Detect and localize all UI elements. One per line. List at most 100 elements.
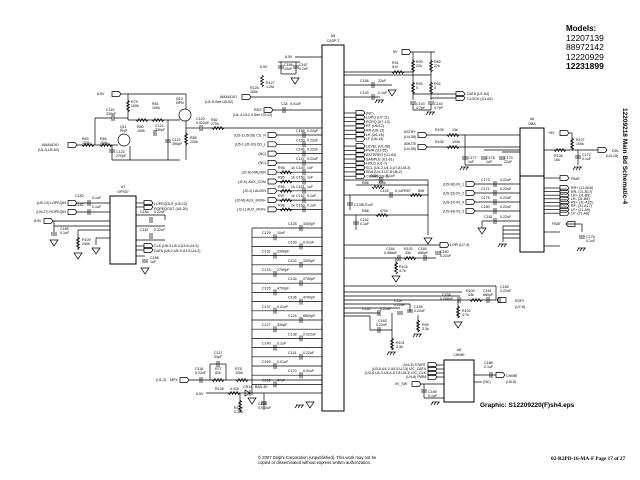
r126-symbol	[259, 74, 265, 88]
capacitor-symbol	[299, 298, 303, 305]
value-label: 0.22uF	[414, 309, 426, 313]
ref-label: R95	[278, 176, 285, 180]
value-label: 100k	[190, 140, 198, 144]
ref-label: C158	[442, 293, 451, 297]
ref-label: C134	[288, 277, 297, 281]
value-label: 10uF	[277, 231, 286, 235]
value-label: 3300pF	[277, 250, 290, 254]
r80-symbol	[135, 117, 149, 123]
net-ref-label: (U5-5)	[506, 380, 516, 384]
off-page-connector-icon	[111, 91, 122, 97]
input-net-label: (NC)	[258, 161, 266, 165]
ref-label: R107	[576, 138, 585, 142]
r89-symbol	[428, 59, 434, 73]
net-ref-label: (U7-6)	[515, 305, 525, 309]
ground-hatch	[297, 404, 301, 409]
capacitor-symbol	[302, 132, 306, 138]
r109-symbol	[75, 236, 81, 250]
capacitor-symbol	[299, 243, 303, 250]
ref-label: C152	[296, 194, 305, 198]
output-net-label: ASTEREO (U1-63)	[366, 153, 396, 157]
value-label: 0.01uF	[290, 102, 302, 106]
off-page-connector-icon	[439, 242, 450, 248]
capacitor-symbol	[273, 363, 277, 369]
c176-symbol	[579, 235, 585, 239]
value-label: 0.22uF	[195, 371, 207, 375]
c160-symbol	[435, 251, 441, 255]
ref-label: C118	[195, 367, 203, 371]
capacitor-symbol	[493, 190, 497, 196]
off-page-connector-icon	[267, 141, 278, 148]
net-ref-label: (U4-55)	[404, 147, 416, 151]
value-label: 3.32k	[234, 410, 243, 414]
value-label: 680pF	[483, 293, 494, 297]
value-label: 3.3k	[422, 327, 429, 331]
r85-symbol	[183, 132, 189, 146]
ground-hatch	[415, 333, 419, 338]
value-label: 1.2M	[266, 85, 274, 89]
ref-label: R94	[278, 166, 285, 170]
r101-symbol	[389, 337, 395, 351]
value-label: 100k	[82, 141, 90, 145]
ref-label: C170	[288, 369, 297, 373]
ground-hatch	[433, 401, 437, 406]
output-net-label: CHIME (U8-5)	[366, 175, 389, 179]
ref-label: C135	[262, 286, 271, 290]
value-label: 33pF	[214, 355, 223, 359]
off-page-connector-icon	[465, 181, 476, 187]
u5-part-label: CA3P-T	[327, 39, 341, 43]
c161-symbol	[486, 297, 490, 303]
off-page-connector-icon	[565, 221, 576, 227]
ref-label: C182	[75, 194, 84, 198]
ground-hatch	[389, 351, 393, 356]
signal-ground-icon	[387, 89, 397, 97]
value-label: 100k	[100, 141, 108, 145]
input-net-label: (J2-M) AUX_MON+	[235, 198, 266, 202]
ground-hatch	[578, 166, 582, 171]
c139-symbol	[347, 202, 353, 206]
c34-symbol	[282, 107, 286, 113]
value-label: 0.022uF	[196, 121, 210, 125]
input-net-label: (U5-13) LOPEQIN	[37, 201, 67, 205]
value-label: 1k	[291, 185, 295, 189]
c182-symbol	[87, 200, 91, 206]
ground-hatch	[462, 166, 466, 171]
ref-label: C159	[296, 138, 305, 142]
signal-ground-icon	[73, 252, 83, 260]
value-label: 3.3k	[396, 345, 403, 349]
output-net-label: ROPQ (U7-13)	[366, 120, 390, 124]
ref-label: R96	[278, 185, 285, 189]
signal-ground-icon	[140, 267, 150, 275]
u7-ref-label: U7	[121, 185, 126, 189]
ground-icon	[425, 111, 435, 116]
value-label: 43k	[468, 293, 474, 297]
ground-icon	[412, 333, 422, 338]
value-label: 0.22uF	[500, 205, 512, 209]
input-label: AMAUDIO	[42, 143, 59, 147]
ref-label: R93	[416, 82, 423, 86]
c184-symbol	[149, 217, 153, 223]
signal-ground-icon	[247, 397, 257, 405]
ground-icon	[497, 243, 507, 248]
value-label: 0.1uF	[60, 231, 70, 235]
value-label: 0.1uF	[360, 222, 370, 226]
u8-ref-label: U8	[457, 348, 462, 352]
net-ref-label: (U1-5,See U5-52)	[205, 100, 233, 104]
ref-label: R85	[190, 136, 197, 140]
signal-ground-icon	[49, 239, 59, 247]
ref-label: C146	[360, 79, 369, 83]
output-net-label: HOLD (U1-7)	[366, 162, 387, 166]
u8-part-label: CHIME	[453, 353, 465, 357]
value-label: 6800pF	[303, 314, 316, 318]
r93-symbol	[410, 81, 416, 95]
c165-symbol	[423, 255, 427, 261]
ref-label: Q11	[120, 125, 127, 129]
c185-symbol	[51, 232, 57, 236]
ground-hatch	[430, 401, 434, 406]
capacitor-symbol	[302, 187, 306, 194]
ref-label: C181	[484, 215, 493, 219]
c179-symbol	[499, 156, 505, 160]
sheet-title: 12209218 Main Bd Schematic-4	[621, 108, 628, 205]
ref-label: R92	[434, 82, 441, 86]
output-net-label: LOPQ (U7-11)	[366, 116, 389, 120]
